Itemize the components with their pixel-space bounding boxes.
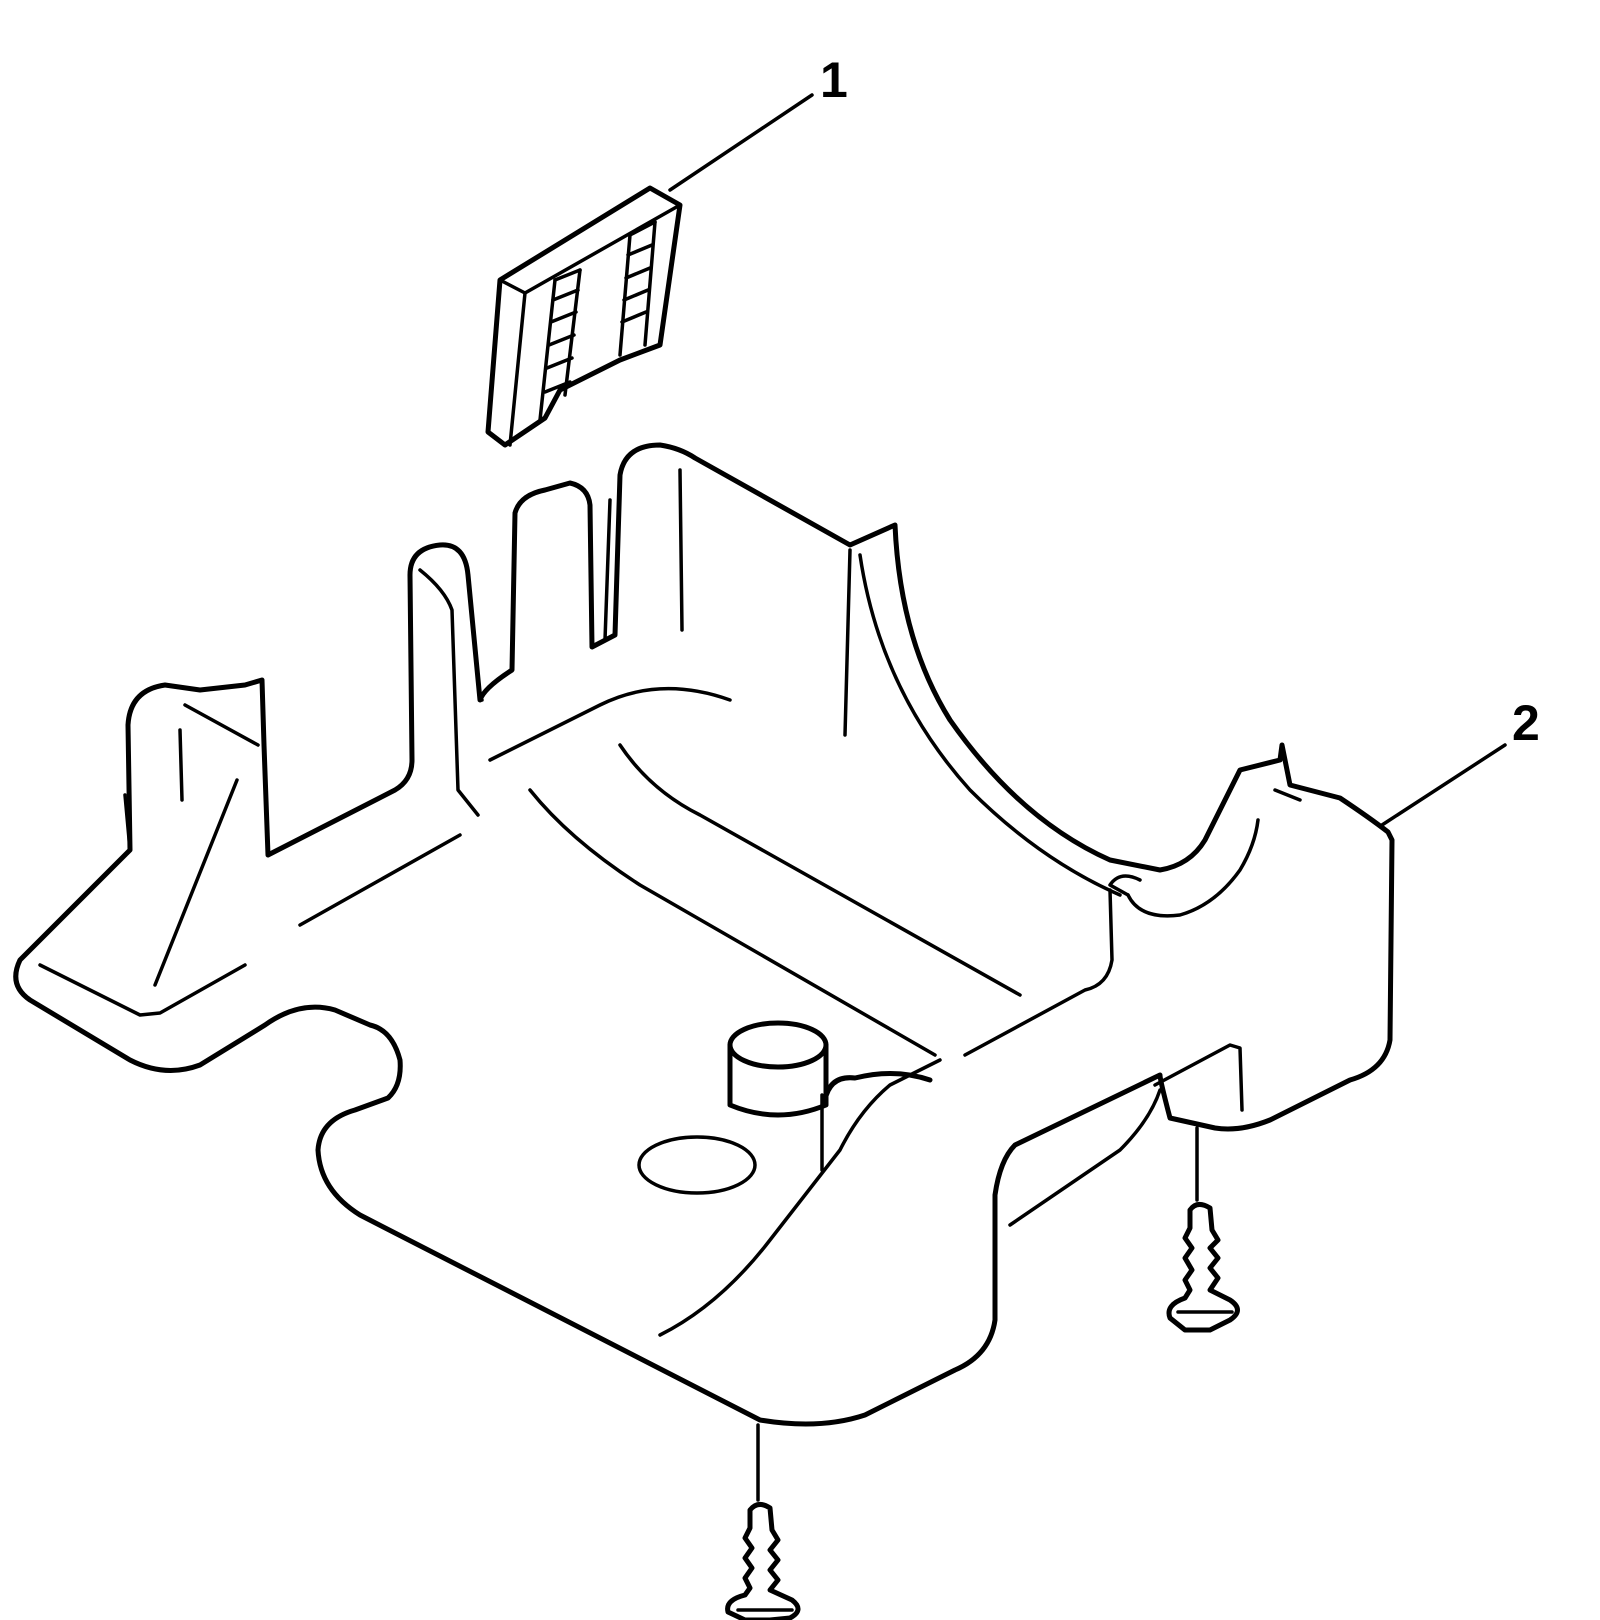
part-1-contact-block [485, 185, 683, 448]
callout-label-2: 2 [1512, 695, 1540, 751]
screw-bottom [725, 1423, 801, 1620]
callout-1: 1 [668, 52, 848, 192]
leader-line-2 [1380, 743, 1507, 827]
callout-2: 2 [1380, 695, 1540, 827]
callout-label-1: 1 [820, 52, 848, 108]
leader-line-1 [668, 93, 814, 192]
screw-right [1166, 1126, 1240, 1333]
part-2-base-cover [13, 442, 1395, 1427]
